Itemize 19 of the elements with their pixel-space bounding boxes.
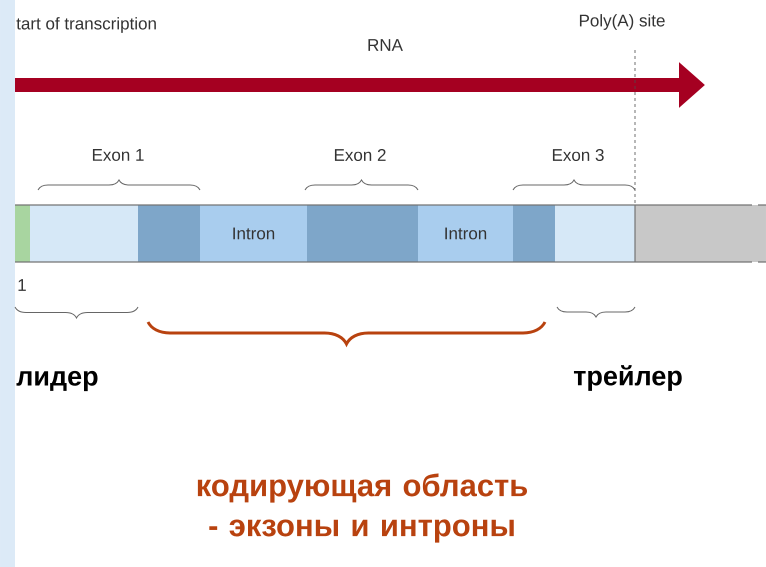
gene-segment	[555, 205, 635, 262]
region-label: лидер	[16, 370, 98, 392]
label-text: tart of transcription	[16, 17, 156, 33]
label-text: Poly(A) site	[580, 14, 665, 30]
gene-segment	[513, 205, 555, 262]
gene-segment	[15, 205, 30, 262]
gene-segment	[138, 205, 200, 262]
exon-label: Exon 2	[334, 148, 386, 162]
label-text: RNA	[368, 39, 403, 51]
intron-segment: Intron	[200, 205, 307, 262]
exon-label: Exon 3	[552, 148, 604, 162]
region-label: трейлер	[574, 365, 682, 391]
exon-label: Exon 1	[92, 149, 144, 161]
region-label: кодирующая область - экзоны и интроны	[198, 473, 527, 543]
gene-segment	[307, 205, 418, 262]
gene-segment	[30, 205, 138, 262]
gene-segment	[635, 205, 766, 262]
intron-segment: Intron	[418, 205, 513, 262]
label-text: 1	[18, 279, 26, 291]
